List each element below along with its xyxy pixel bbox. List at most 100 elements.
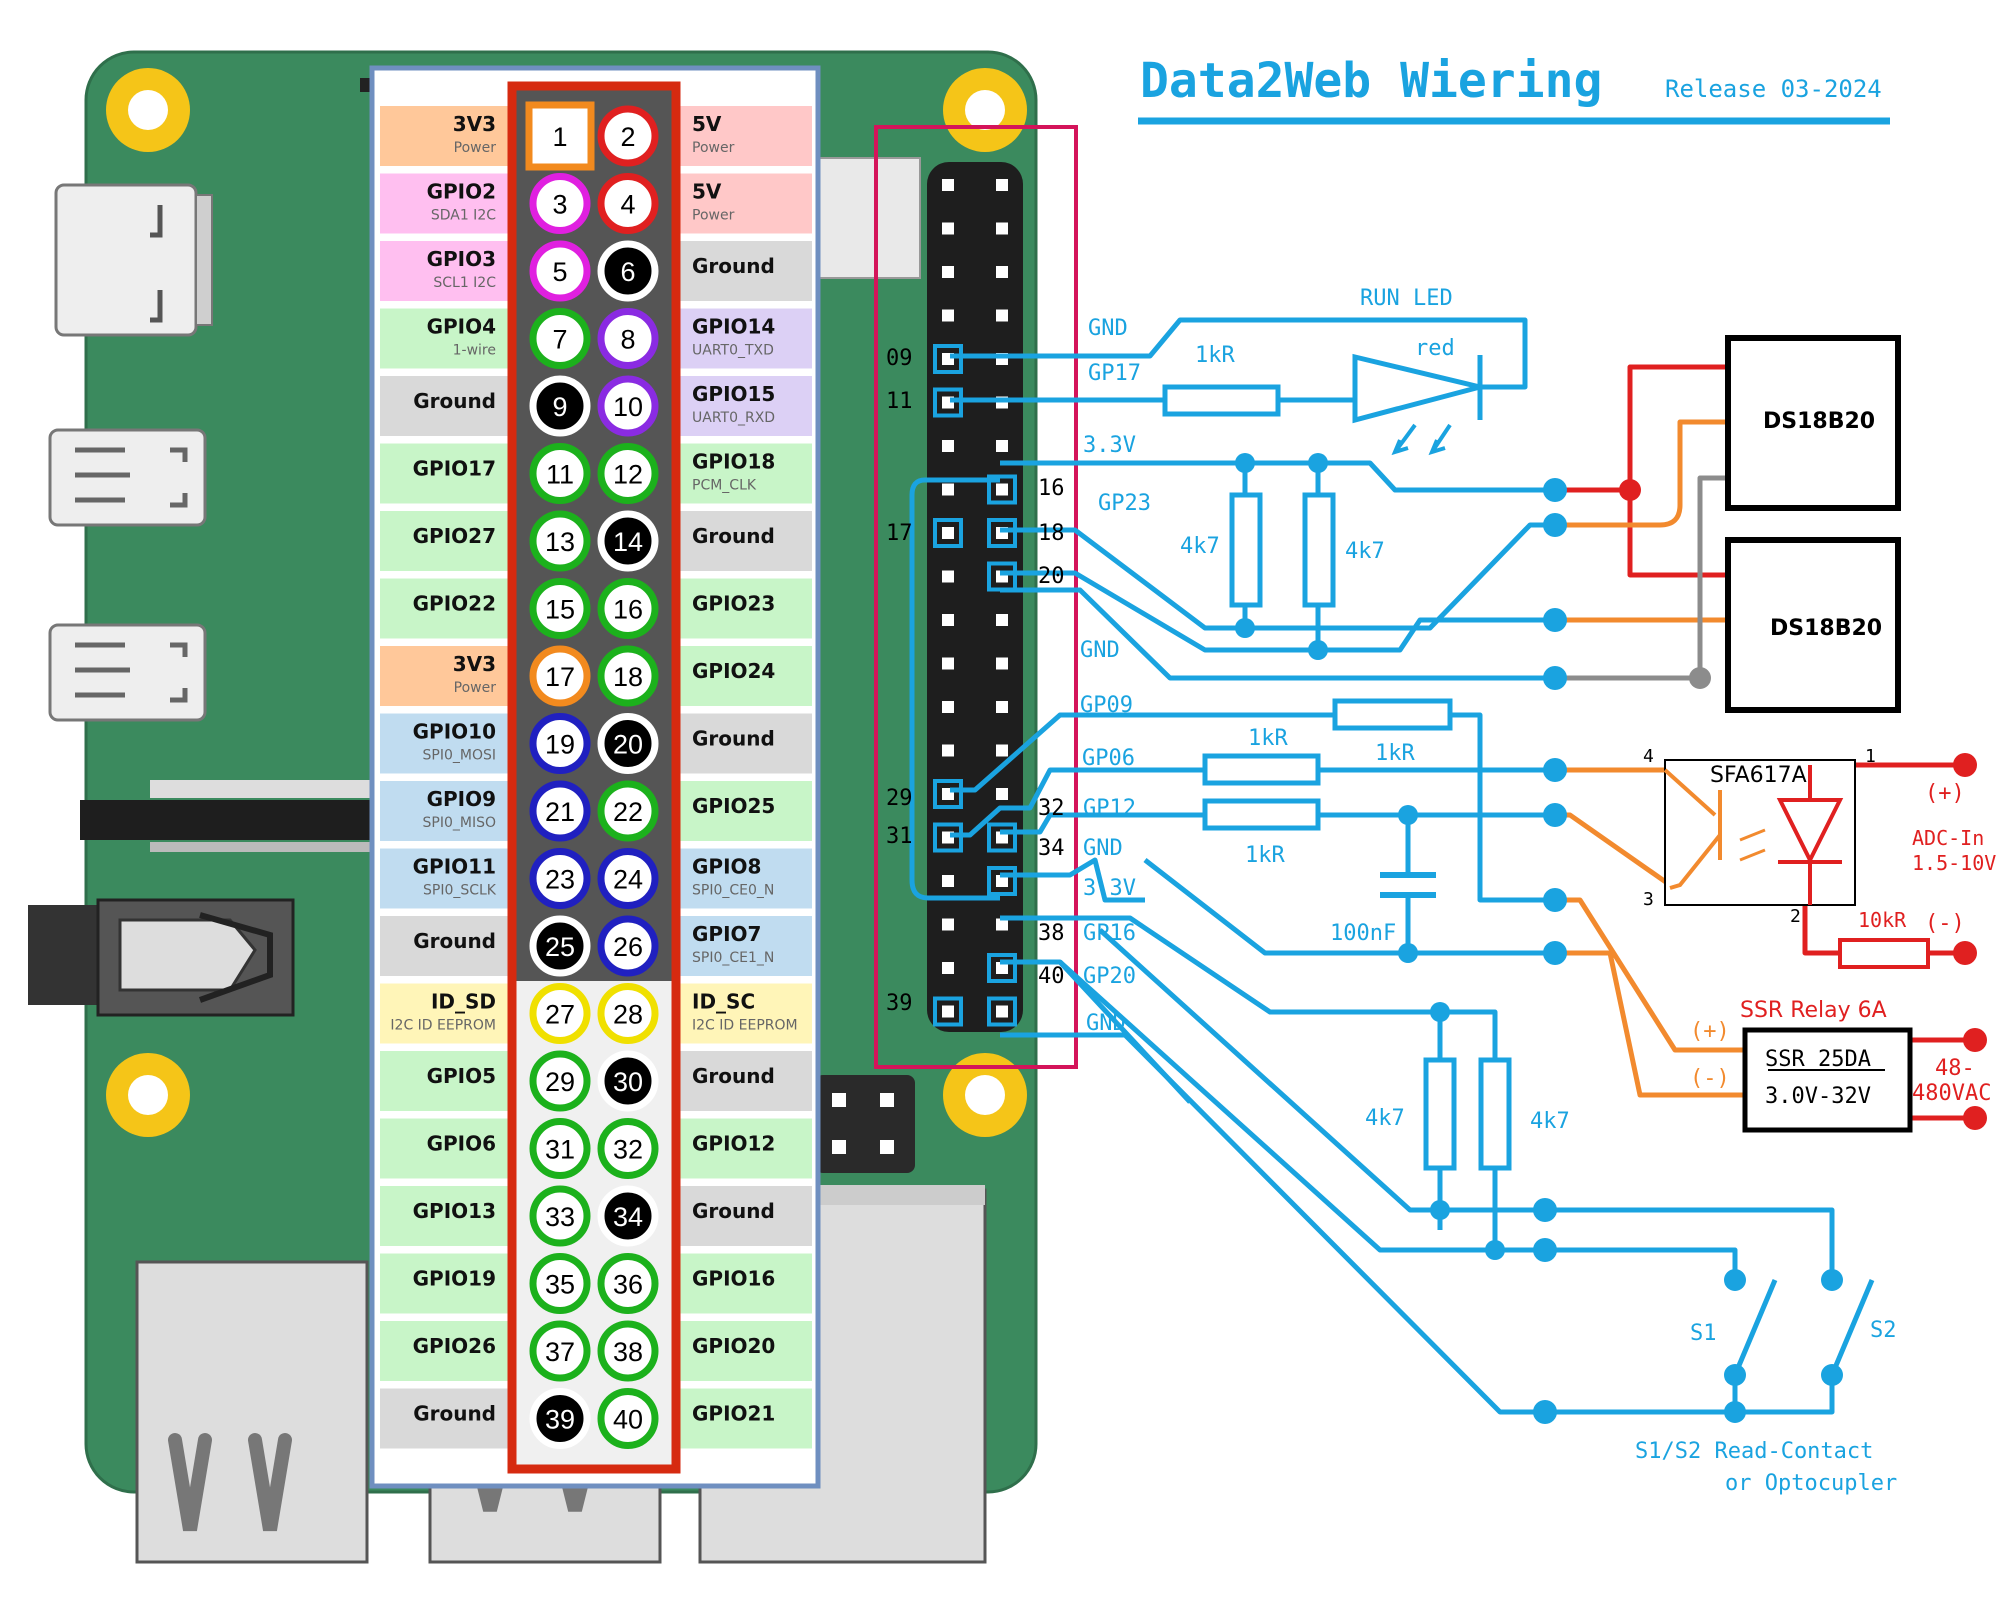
pin-number: 8 bbox=[620, 325, 635, 355]
header-pin bbox=[942, 440, 954, 452]
capacitor-icon bbox=[1380, 872, 1436, 898]
wires bbox=[909, 317, 1875, 1415]
signal-gp09: GP09 bbox=[1080, 693, 1133, 718]
resistor-4k7-c bbox=[1423, 1057, 1457, 1171]
pin-1: 1 bbox=[525, 101, 595, 171]
ac-label-2: 480VAC bbox=[1912, 1081, 1991, 1106]
left-label-name: GPIO2 bbox=[427, 180, 496, 204]
signal-gp12: GP12 bbox=[1083, 796, 1136, 821]
wire-3v3-bus bbox=[909, 477, 1000, 901]
signal-gp16: GP16 bbox=[1083, 921, 1136, 946]
left-label: Ground bbox=[380, 376, 508, 436]
ssr-minus: (-) bbox=[1690, 1066, 1730, 1091]
pin-11: 11 bbox=[529, 443, 591, 504]
pin-number: 33 bbox=[545, 1202, 575, 1232]
signal-gp23: GP23 bbox=[1098, 491, 1151, 516]
right-label-name: 5V bbox=[692, 180, 722, 204]
pin-label-18: 18 bbox=[1038, 521, 1065, 546]
pin-13: 13 bbox=[529, 510, 591, 572]
signal-3v3-b: 3.3V bbox=[1083, 876, 1136, 901]
resistor-4k7-c-label: 4k7 bbox=[1365, 1106, 1405, 1131]
page-title: Data2Web Wiering bbox=[1140, 53, 1602, 109]
right-label-name: GPIO16 bbox=[692, 1267, 775, 1291]
pin-number: 22 bbox=[613, 797, 643, 827]
pin-number: 2 bbox=[620, 122, 635, 152]
header-pin bbox=[996, 614, 1008, 626]
header-pin bbox=[942, 179, 954, 191]
pin-18: 18 bbox=[597, 645, 659, 707]
pin-6: 6 bbox=[597, 240, 659, 302]
wire-s2-top bbox=[1545, 1247, 1738, 1280]
header-pin bbox=[987, 953, 1017, 983]
usb-port-icon-1 bbox=[135, 1260, 369, 1564]
signal-gp17: GP17 bbox=[1088, 361, 1141, 386]
left-label-name: GPIO26 bbox=[413, 1334, 496, 1358]
wire-3v3-b bbox=[1143, 858, 1555, 956]
right-label-name: GPIO12 bbox=[692, 1132, 775, 1156]
pin-38: 38 bbox=[597, 1320, 659, 1382]
left-label: GPIO5 bbox=[380, 1051, 508, 1111]
header-pin bbox=[942, 614, 954, 626]
header-pin bbox=[933, 344, 963, 374]
pin-36: 36 bbox=[597, 1253, 659, 1314]
pin-number: 37 bbox=[545, 1337, 575, 1367]
left-label-name: GPIO9 bbox=[427, 787, 496, 811]
left-label: GPIO19 bbox=[380, 1253, 508, 1314]
pin-label-34: 34 bbox=[1038, 836, 1065, 861]
pin-4: 4 bbox=[597, 173, 659, 234]
wire-gp09-b bbox=[1450, 712, 1555, 903]
signal-gnd-a: GND bbox=[1088, 316, 1128, 341]
left-label-name: GPIO5 bbox=[427, 1064, 496, 1088]
pin-31: 31 bbox=[529, 1118, 591, 1179]
left-label-name: GPIO11 bbox=[413, 855, 496, 879]
header-pin bbox=[942, 701, 954, 713]
switch-s1-blade bbox=[1732, 1279, 1778, 1376]
right-label-name: GPIO8 bbox=[692, 855, 761, 879]
left-label: GPIO26 bbox=[380, 1321, 508, 1381]
resistor-4k7-a bbox=[1229, 492, 1263, 608]
pin-label-20: 20 bbox=[1038, 564, 1065, 589]
title-block: Data2Web Wiering Release 03-2024 bbox=[1138, 53, 1890, 125]
pin-number: 18 bbox=[613, 662, 643, 692]
pin-label-32: 32 bbox=[1038, 796, 1065, 821]
right-label: Ground bbox=[680, 1051, 812, 1111]
header-pin bbox=[996, 440, 1008, 452]
pin-number: 34 bbox=[613, 1202, 643, 1232]
pin-number: 38 bbox=[613, 1337, 643, 1367]
header-pin bbox=[942, 657, 954, 670]
right-label-name: GPIO7 bbox=[692, 922, 761, 946]
pin-number: 35 bbox=[545, 1270, 575, 1300]
header-pin bbox=[996, 744, 1008, 757]
wire-gnd-d bbox=[1000, 1032, 1835, 1415]
ssr-plus: (+) bbox=[1690, 1019, 1730, 1044]
header-pin bbox=[987, 822, 1017, 853]
pin-34: 34 bbox=[597, 1185, 659, 1247]
switch-s1-label: S1 bbox=[1690, 1321, 1717, 1346]
header-frame bbox=[874, 125, 1078, 1069]
components bbox=[1162, 353, 1512, 1171]
wire-orange-opto bbox=[1555, 767, 1672, 888]
pin-21: 21 bbox=[529, 780, 591, 842]
wire-s1-top bbox=[1545, 1207, 1835, 1280]
right-label-sub: SPI0_CE0_N bbox=[692, 883, 774, 899]
right-label-sub: Power bbox=[692, 140, 735, 156]
pin-number: 23 bbox=[545, 865, 575, 895]
pin-label-09: 09 bbox=[886, 346, 913, 371]
audio-jack-icon bbox=[28, 898, 295, 1017]
pin-number: 3 bbox=[552, 190, 567, 220]
header-pin bbox=[933, 518, 963, 548]
opto-pin-4: 4 bbox=[1643, 746, 1654, 767]
header-pin bbox=[987, 561, 1017, 592]
right-label: Ground bbox=[680, 511, 812, 571]
pin-8: 8 bbox=[597, 308, 659, 369]
pin-number: 26 bbox=[613, 932, 643, 962]
pin-40: 40 bbox=[597, 1388, 659, 1449]
right-label-sub: UART0_RXD bbox=[692, 410, 775, 426]
pin-5: 5 bbox=[529, 240, 591, 302]
right-label-name: Ground bbox=[692, 727, 775, 751]
pin-number: 1 bbox=[552, 122, 567, 152]
